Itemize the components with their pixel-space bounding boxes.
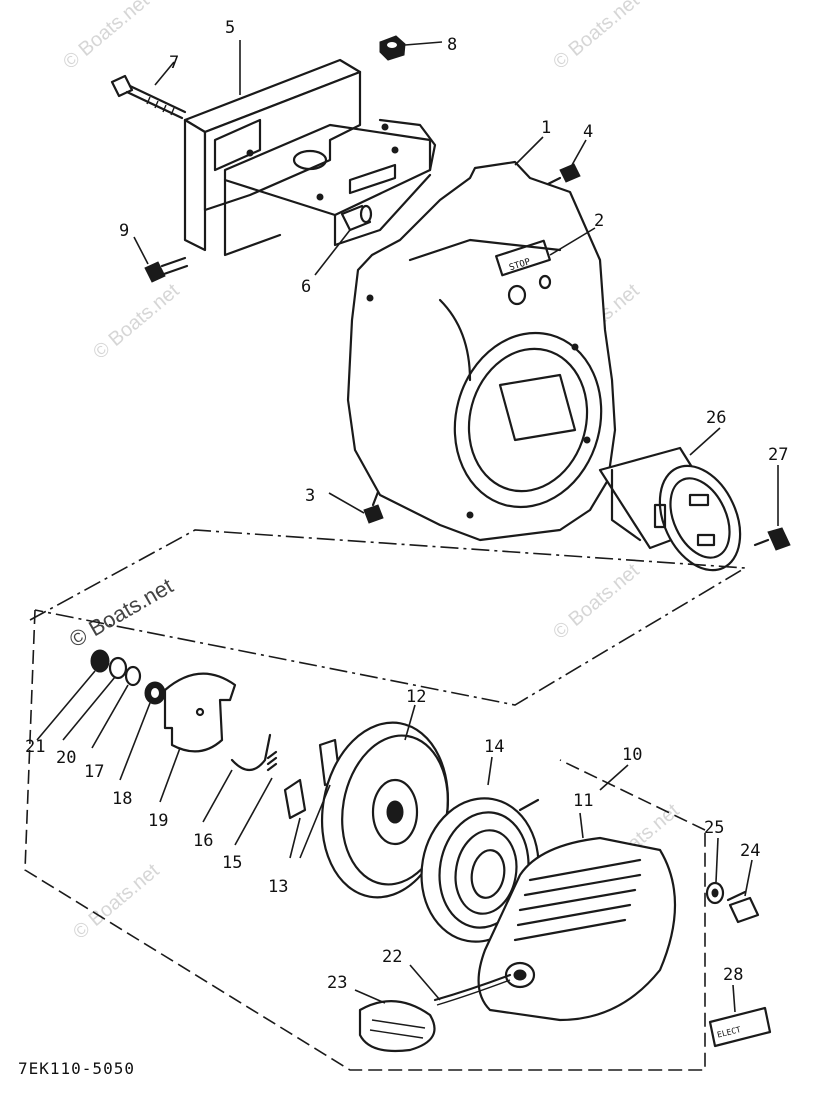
- part-26-starter-cup: [598, 446, 742, 572]
- leader-lines: [36, 40, 779, 1013]
- part-11-starter-case: [477, 836, 677, 1022]
- part-24-bolt: [726, 890, 760, 924]
- watermark-text: © Boats.net: [69, 859, 164, 943]
- callout-10: 10: [622, 745, 642, 765]
- watermark-text: © Boats.net: [89, 279, 184, 363]
- part-23-starter-handle: [358, 1000, 436, 1053]
- part-1-fan-shroud: STOP: [346, 160, 617, 542]
- callout-3: 3: [305, 486, 315, 506]
- part-12-reel: [320, 721, 450, 899]
- part-6-pin: [340, 204, 373, 232]
- callout-27: 27: [768, 445, 788, 465]
- callout-15: 15: [222, 853, 242, 873]
- drawing-code: 7EK110-5050: [18, 1059, 135, 1078]
- callout-1: 1: [541, 118, 551, 138]
- part-28-label: ELECT: [708, 1006, 772, 1048]
- assembly-outline-upper: [29, 529, 748, 706]
- callout-11: 11: [573, 791, 593, 811]
- callout-23: 23: [327, 973, 347, 993]
- part-7-bolt: [110, 74, 187, 120]
- part-19-friction-plate: [163, 672, 237, 753]
- parts-nut-washers: [90, 649, 166, 705]
- assembly-outline-lower: [24, 609, 706, 1071]
- watermark-text-dark: © Boats.net: [65, 573, 177, 652]
- part-16-spring: [230, 733, 272, 772]
- callout-20: 20: [56, 748, 76, 768]
- callout-8: 8: [447, 35, 457, 55]
- callout-13: 13: [268, 877, 288, 897]
- part-4-screw: [546, 163, 581, 186]
- callout-7: 7: [169, 53, 179, 73]
- callout-21: 21: [25, 737, 45, 757]
- part-3-screw: [363, 490, 384, 524]
- callout-22: 22: [382, 947, 402, 967]
- callout-24: 24: [740, 841, 760, 861]
- callout-9: 9: [119, 221, 129, 241]
- callout-19: 19: [148, 811, 168, 831]
- callout-12: 12: [406, 687, 426, 707]
- callout-5: 5: [225, 18, 235, 38]
- part-5-tank-cover: [183, 58, 437, 257]
- part-8-nut: [379, 35, 406, 61]
- callout-16: 16: [193, 831, 213, 851]
- watermark-text: © Boats.net: [59, 0, 154, 74]
- part-27-screw: [753, 527, 791, 551]
- callout-2: 2: [594, 211, 604, 231]
- watermark-text: © Boats.net: [549, 559, 644, 643]
- callout-26: 26: [706, 408, 726, 428]
- callout-4: 4: [583, 122, 593, 142]
- callout-28: 28: [723, 965, 743, 985]
- callout-numbers: 1 2 3 4 5 6 7 8 9 10 11 12 13 14 15 16 1…: [25, 18, 788, 993]
- callout-6: 6: [301, 277, 311, 297]
- part-15-spring: [266, 750, 278, 772]
- callout-14: 14: [484, 737, 504, 757]
- callout-17: 17: [84, 762, 104, 782]
- watermark-text: © Boats.net: [549, 0, 644, 74]
- assembly-outline-right: [559, 759, 706, 831]
- part-25-washer: [705, 881, 725, 905]
- callout-18: 18: [112, 789, 132, 809]
- part-22-starter-rope: [433, 973, 512, 1002]
- callout-25: 25: [704, 818, 724, 838]
- part-9-bolt: [144, 256, 189, 283]
